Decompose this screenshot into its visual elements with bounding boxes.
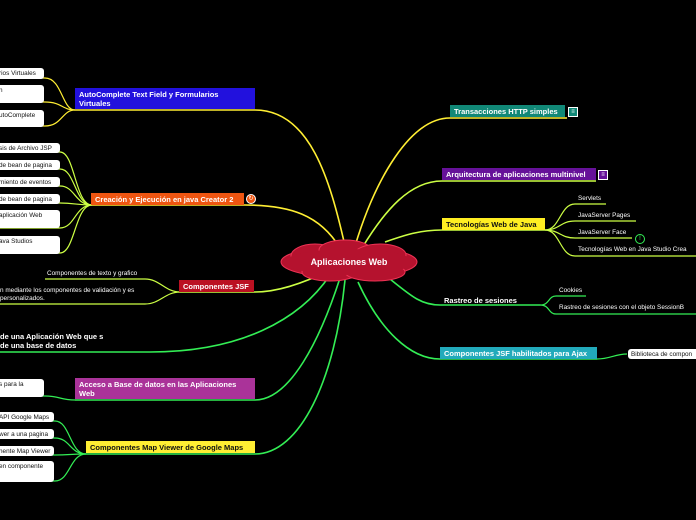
link-creacion — [92, 204, 341, 249]
topic-tecnologias-java[interactable]: Tecnologías Web de Java — [442, 218, 545, 230]
tecnologias-item-servlets[interactable]: Servlets — [578, 195, 602, 202]
autocomplete-item-3[interactable]: utoComplete — [0, 110, 44, 127]
topic-rastreo-sesiones[interactable]: Rastreo de sesiones — [444, 296, 517, 305]
creacion-item-1[interactable]: sis de Archivo JSP — [0, 143, 60, 153]
maps-item-4[interactable]: en componente — [0, 461, 54, 482]
jsf-link-icon[interactable]: ! — [635, 234, 645, 244]
maps-item-3[interactable]: nente Map Viewer — [0, 446, 54, 456]
link-rastreo — [384, 274, 540, 306]
rastreo-item-cookies[interactable]: Cookies — [559, 287, 583, 294]
link-acceso — [75, 277, 341, 401]
tecnologias-item-jsp[interactable]: JavaServer Pages — [578, 212, 631, 219]
autocomplete-item-1[interactable]: rios Virtuales — [0, 68, 44, 79]
componentes-item-1[interactable]: Componentes de texto y grafico — [47, 270, 138, 277]
topic-map-viewer[interactable]: Componentes Map Viewer de Google Maps — [86, 441, 255, 453]
link-arquitectura — [361, 180, 596, 249]
ajax-item-biblioteca[interactable]: Biblioteca de compon — [628, 349, 696, 359]
link-ajax — [357, 281, 597, 360]
link-tecnologias — [384, 229, 545, 243]
topic-creacion[interactable]: Creación y Ejecución en java Creator 2 — [91, 193, 244, 205]
tecnologias-item-jsf[interactable]: JavaServer Face — [578, 229, 627, 236]
central-cloud-shape — [280, 239, 418, 282]
creacion-item-6[interactable]: ava Studios — [0, 236, 60, 254]
topic-acceso-bd[interactable]: Acceso a Base de datos en las Aplicacion… — [75, 378, 255, 399]
link-autocomplete — [75, 109, 346, 247]
topic-componentes-jsf[interactable]: Componentes JSF — [179, 280, 254, 292]
creacion-item-5[interactable]: aplicación Web — [0, 210, 60, 228]
topic-arquitectura-multinivel[interactable]: Arquitectura de aplicaciones multinivel — [442, 168, 596, 180]
topic-transacciones-http[interactable]: Transacciones HTTP simples — [450, 105, 565, 117]
topic-jsf-ajax[interactable]: Componentes JSF habilitados para Ajax — [440, 347, 597, 359]
autocomplete-item-2[interactable]: n — [0, 85, 44, 103]
arquitectura-notes-icon: ≡ — [598, 170, 608, 180]
creacion-item-2[interactable]: de bean de pagina — [0, 160, 60, 170]
link-bdapp — [0, 274, 331, 353]
creacion-item-4[interactable]: de bean de pagina — [0, 194, 60, 204]
topic-autocomplete[interactable]: AutoComplete Text Field y Formularios Vi… — [75, 88, 255, 109]
topic-bd-aplicacion[interactable]: de una Aplicación Web que s de una base … — [0, 332, 104, 350]
link-transacciones — [354, 117, 567, 247]
componentes-item-2[interactable]: n mediante los componentes de validación… — [0, 287, 135, 302]
creacion-item-3[interactable]: miento de eventos — [0, 177, 60, 187]
central-topic[interactable]: Aplicaciones Web — [310, 257, 388, 267]
link-maps — [86, 279, 346, 455]
acceso-item-1[interactable]: s para la — [0, 379, 44, 397]
rastreo-item-sessionbean[interactable]: Rastreo de sesiones con el objeto Sessio… — [559, 304, 685, 311]
transacciones-notes-icon: ≡ — [568, 107, 578, 117]
creacion-status-icon: ↻ — [246, 194, 256, 204]
maps-item-1[interactable]: API Google Maps — [0, 412, 54, 422]
maps-item-2[interactable]: wer a una pagina — [0, 429, 54, 439]
tecnologias-item-studio[interactable]: Tecnologías Web en Java Studio Crea — [578, 246, 687, 253]
